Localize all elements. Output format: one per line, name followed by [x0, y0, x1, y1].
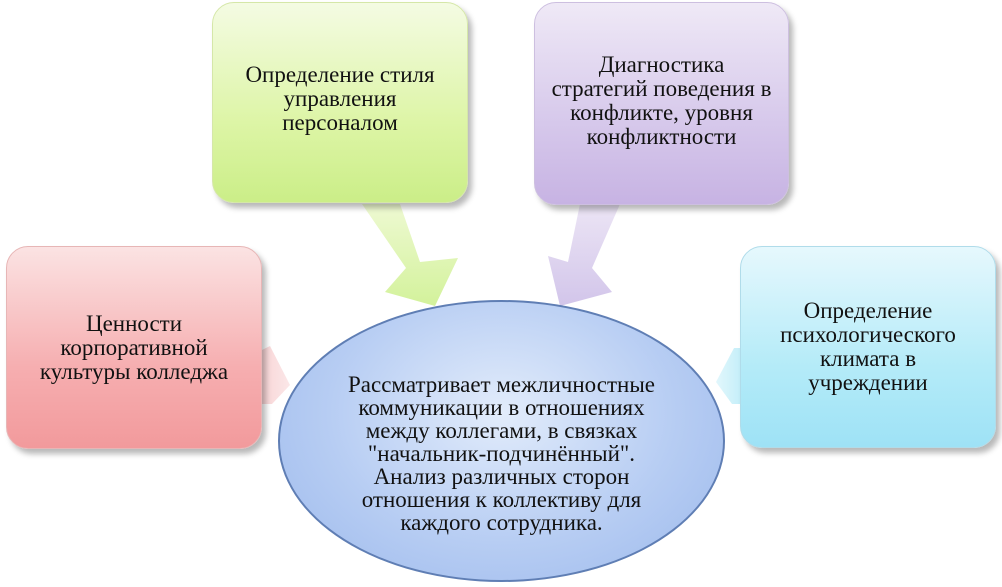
- center-ellipse: Рассматривает межличностные коммуникации…: [278, 300, 725, 582]
- node-corporate-culture-text: Ценности корпоративной культуры колледжа: [39, 310, 229, 384]
- arrow-purple: [548, 204, 620, 306]
- node-conflict-diagnostics-text: Диагностика стратегий поведения в конфли…: [551, 52, 772, 149]
- center-ellipse-text: Рассматривает межличностные коммуникации…: [348, 371, 655, 535]
- node-psychological-climate: Определение психологического климата в у…: [740, 246, 996, 448]
- arrow-red: [262, 346, 290, 404]
- node-corporate-culture: Ценности корпоративной культуры колледжа: [6, 246, 262, 449]
- arrow-green: [362, 204, 458, 306]
- node-management-style: Определение стиля управления персоналом: [212, 2, 468, 203]
- arrow-blue: [716, 348, 740, 404]
- node-conflict-diagnostics: Диагностика стратегий поведения в конфли…: [534, 2, 789, 205]
- node-management-style-text: Определение стиля управления персоналом: [245, 62, 435, 135]
- node-psychological-climate-text: Определение психологического климата в у…: [780, 298, 956, 395]
